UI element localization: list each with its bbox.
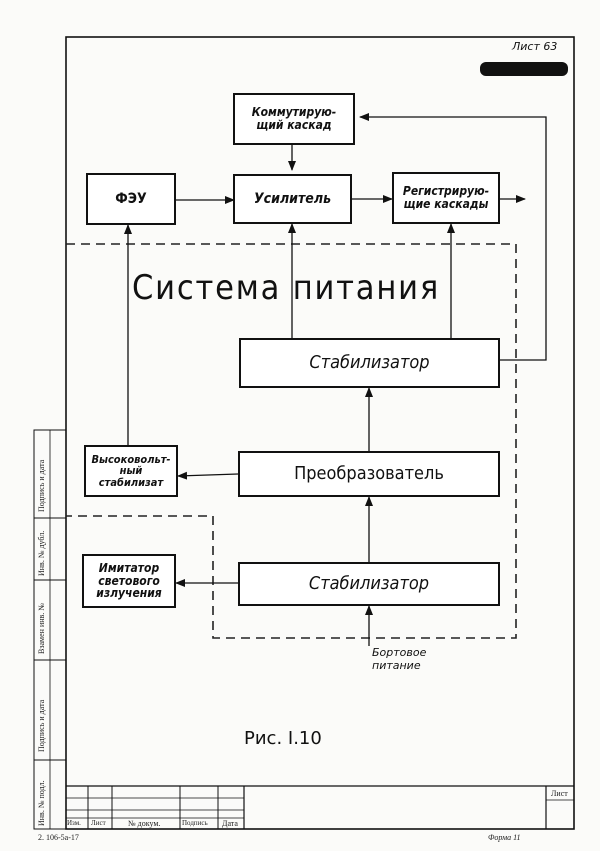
bottom-left-code: 2. 106-5а-17 xyxy=(38,833,79,842)
bottom-right-form: Форма 11 xyxy=(488,833,521,842)
arrow-converter-hv xyxy=(177,471,239,480)
block-commutating-label: Коммутирую- щий каскад xyxy=(251,105,337,132)
side-label-5: Инв. № подл. xyxy=(37,780,46,826)
block-stabilizer-bottom: Стабилизатор xyxy=(238,562,500,606)
tb-col-change: Изм. xyxy=(67,819,81,827)
block-converter-label: Преобразователь xyxy=(294,462,444,484)
side-label-4: Подпись и дата xyxy=(37,699,46,752)
side-label-2: Инв. № дубл. xyxy=(37,530,46,576)
sheet-frame xyxy=(65,36,575,830)
block-light-simulator-label: Имитатор светового излучения xyxy=(96,561,162,601)
arrow-stabilizer-commutating xyxy=(359,113,547,361)
tb-col-document: № докум. xyxy=(128,819,161,828)
power-system-boundary xyxy=(66,243,517,639)
block-registering-label: Регистрирую- щие каскады xyxy=(402,184,490,211)
redacted-mark xyxy=(480,62,568,76)
power-system-label: Система питания xyxy=(132,268,441,308)
block-amplifier: Усилитель xyxy=(233,174,352,224)
tb-col-signature: Подпись xyxy=(182,819,208,827)
figure-caption: Рис. I.10 xyxy=(244,728,322,749)
block-stabilizer-bottom-label: Стабилизатор xyxy=(308,572,430,594)
block-registering-cascades: Регистрирую- щие каскады xyxy=(392,172,500,224)
side-label-3: Взамен инв. № xyxy=(37,603,46,654)
block-converter: Преобразователь xyxy=(238,451,500,497)
tb-sheet-cell: Лист xyxy=(551,789,568,798)
block-light-simulator: Имитатор светового излучения xyxy=(82,554,176,608)
block-commutating-cascade: Коммутирую- щий каскад xyxy=(233,93,355,145)
block-stabilizer-top-label: Стабилизатор xyxy=(309,351,430,373)
onboard-power-label: Бортовое питание xyxy=(372,646,427,672)
block-hv-stabilizer-label: Высоковольт- ный стабилизат xyxy=(91,452,171,489)
block-amplifier-label: Усилитель xyxy=(253,190,332,207)
block-feu-label: ФЭУ xyxy=(115,190,147,207)
block-hv-stabilizer: Высоковольт- ный стабилизат xyxy=(84,445,178,497)
side-label-1: Подпись и дата xyxy=(37,459,46,512)
block-stabilizer-top: Стабилизатор xyxy=(239,338,500,388)
tb-col-sheet: Лист xyxy=(91,819,106,827)
tb-col-date: Дата xyxy=(222,819,238,828)
sheet-label: Лист 63 xyxy=(512,40,558,53)
block-feu: ФЭУ xyxy=(86,173,176,225)
title-block-lines xyxy=(66,785,574,829)
